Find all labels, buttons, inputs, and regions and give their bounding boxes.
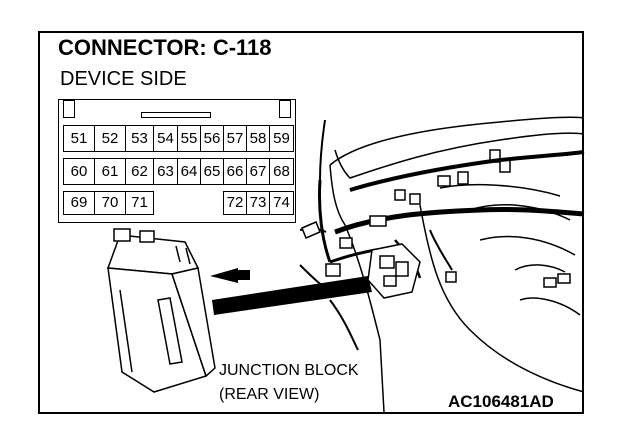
connector-pin: 58 bbox=[246, 125, 270, 152]
connector-pin: 71 bbox=[125, 191, 154, 215]
connector-pin: 68 bbox=[269, 158, 294, 185]
leader-wedge bbox=[212, 276, 372, 315]
wiring-harness bbox=[299, 119, 585, 351]
junction-block-label: JUNCTION BLOCK bbox=[219, 362, 359, 379]
connector-pin: 61 bbox=[94, 158, 126, 185]
connector-pin: 72 bbox=[223, 191, 247, 215]
connector-pin: 55 bbox=[177, 125, 201, 152]
connector-title: CONNECTOR: C-118 bbox=[58, 35, 272, 60]
connector-key bbox=[141, 112, 211, 118]
connector-tab-left bbox=[63, 100, 75, 118]
arrow-shaft bbox=[236, 270, 250, 280]
arrow-icon bbox=[210, 268, 238, 283]
junction-block-drawing bbox=[106, 228, 216, 393]
connector-pin: 66 bbox=[223, 158, 247, 185]
connector-pin: 60 bbox=[63, 158, 95, 185]
device-side-label: DEVICE SIDE bbox=[60, 68, 187, 90]
connector-pin: 59 bbox=[269, 125, 294, 152]
connector-pin: 63 bbox=[153, 158, 178, 185]
grommet-icon bbox=[301, 221, 321, 239]
connector-pin: 56 bbox=[200, 125, 224, 152]
dashboard-drawing bbox=[329, 116, 585, 413]
connector-pin: 54 bbox=[153, 125, 178, 152]
connector-pin: 74 bbox=[269, 191, 294, 215]
connector-pin: 73 bbox=[246, 191, 270, 215]
figure-code: AC106481AD bbox=[448, 392, 554, 411]
connector-tab-right bbox=[279, 100, 291, 118]
junction-block-location bbox=[325, 215, 421, 299]
connector-pin: 67 bbox=[246, 158, 270, 185]
rear-view-label: (REAR VIEW) bbox=[219, 386, 320, 403]
connector-pin: 64 bbox=[177, 158, 201, 185]
